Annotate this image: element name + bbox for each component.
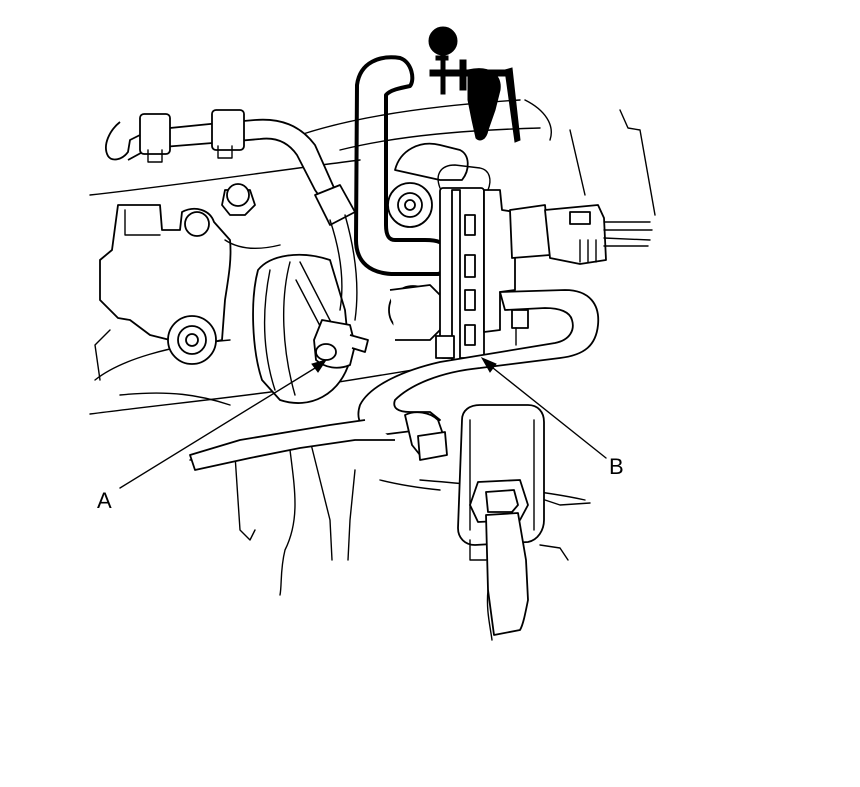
- valve-body: [387, 142, 516, 363]
- callout-a-label: A: [97, 488, 112, 513]
- electrical-connector: [509, 204, 653, 265]
- hand-vacuum-pump-icon: [428, 26, 521, 143]
- upper-left-hose: [105, 109, 369, 369]
- leader-lines: [119, 356, 607, 489]
- left-bracket: [99, 183, 281, 365]
- callout-b-label: B: [609, 454, 624, 479]
- lower-hose: [189, 289, 600, 471]
- lower-canister: [457, 404, 545, 641]
